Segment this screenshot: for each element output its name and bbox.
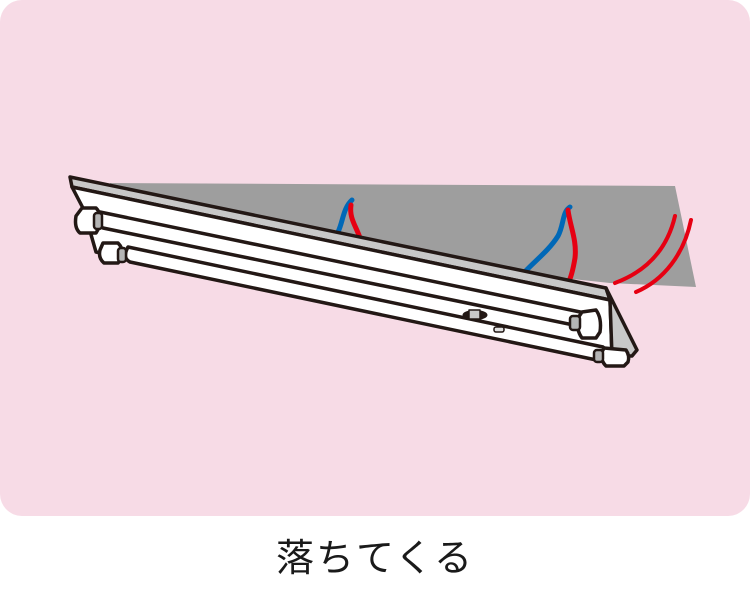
wires-right — [518, 204, 578, 286]
small-clip — [493, 326, 505, 333]
caption: 落ちてくる — [275, 536, 475, 580]
motion-lines — [613, 214, 693, 294]
tube-pin-right-upper — [568, 314, 582, 332]
tube-pin-right-lower — [592, 348, 605, 364]
tube-pin-left-lower — [116, 246, 128, 264]
fixing-screw — [468, 309, 481, 320]
falling-light-fixture-illustration — [0, 0, 750, 516]
tube-pin-left-upper — [92, 211, 104, 231]
ceiling-gap-shadow — [110, 183, 696, 287]
light-fixture — [68, 175, 639, 368]
illustration-card — [0, 0, 750, 516]
socket-right-lower — [599, 346, 631, 368]
